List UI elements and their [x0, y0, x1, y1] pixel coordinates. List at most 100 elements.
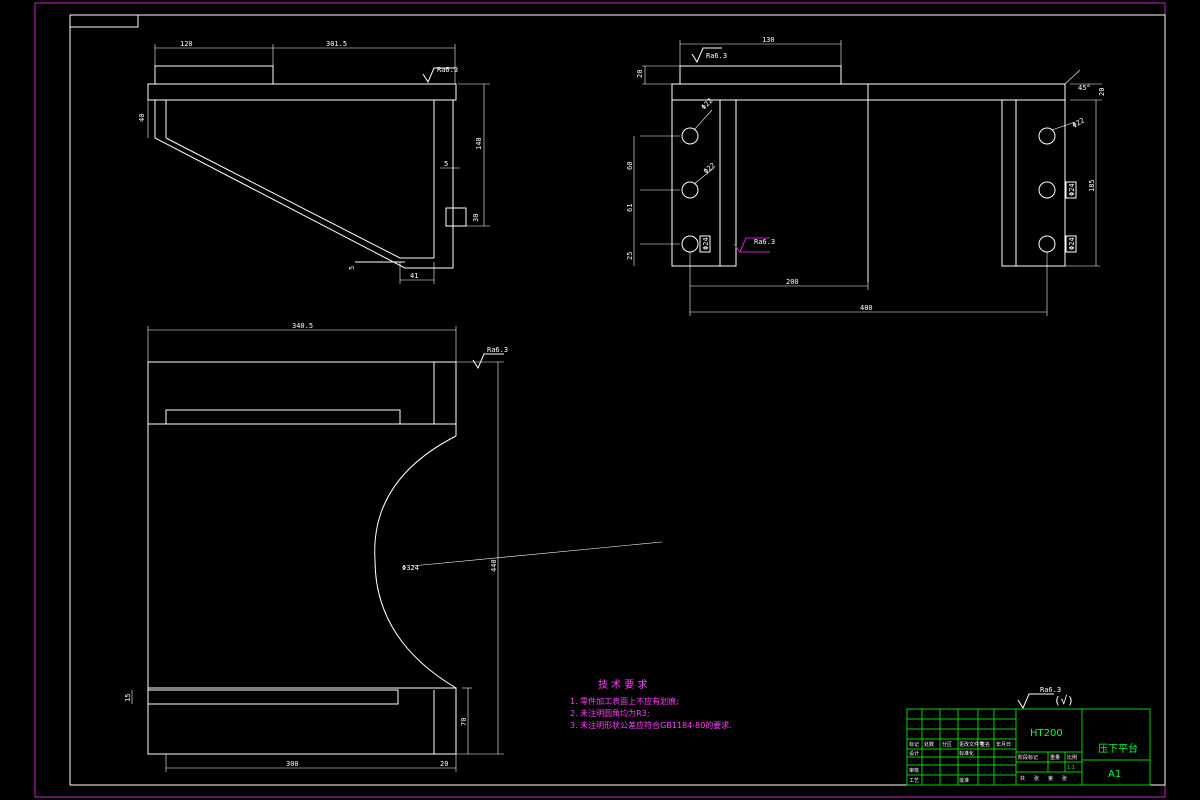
tb-label-14: 共	[1020, 775, 1025, 782]
side-dim-text-d2: Φ24	[1068, 183, 1076, 196]
side-dim-text-61: 61	[626, 204, 634, 212]
notes-line-3: 3. 未注明形状公差应符合GB1184-80的要求.	[570, 720, 732, 730]
side-dim-text-hole1: Φ22	[700, 97, 715, 112]
side-dim-text-25: 25	[626, 252, 634, 260]
side-dim-text-d1: Φ24	[702, 237, 710, 250]
tb-label-2: 分区	[942, 741, 952, 748]
side-chamfer-leader	[1064, 69, 1081, 85]
plan-bottom-strip	[147, 687, 457, 755]
side-dim-text-hole3: Φ22	[1071, 116, 1086, 129]
front-top-beam	[147, 83, 457, 101]
side-dim-text-200: 200	[786, 278, 799, 286]
tb-label-15: 张	[1034, 775, 1039, 782]
title-scale: 1:1	[1067, 765, 1075, 771]
plan-view: 340.5 440 Φ324 300 20 70 15 Ra6.3	[124, 322, 663, 772]
plan-bottom-rib	[147, 689, 399, 705]
tb-label-16: 第	[1048, 775, 1053, 782]
plan-top-rib	[165, 409, 401, 425]
tb-label-0: 标记	[909, 741, 919, 748]
tb-label-7: 标准化	[959, 750, 974, 757]
title-block: HT200 压下平台 A1 1:1 标记 处数 分区 更改文件号 签名 年月日 …	[906, 708, 1151, 786]
title-sheet-size: A1	[1108, 769, 1121, 780]
tb-label-1: 处数	[924, 741, 934, 748]
front-dim-text-41: 41	[410, 272, 418, 280]
side-hole-3	[681, 235, 699, 253]
side-roughness-symbol-2	[733, 237, 770, 253]
plan-dim-text-20: 20	[440, 760, 448, 768]
front-dim-text-30: 30	[472, 214, 480, 222]
tb-label-12: 工艺	[909, 778, 919, 784]
front-dim-text-5b: 5	[348, 266, 356, 270]
notes-title: 技 术 要 求	[598, 678, 648, 691]
plan-dim-text-300: 300	[286, 760, 299, 768]
outer-border	[34, 2, 1166, 798]
notes-line-1: 1. 零件加工表面上不应有划痕;	[570, 696, 679, 706]
front-dim-text-3015: 301.5	[326, 40, 347, 48]
plan-dim-text-15: 15	[124, 694, 132, 702]
tb-label-10: 比例	[1067, 754, 1077, 761]
front-dim-text-5: 5	[444, 160, 448, 168]
front-view: 120 301.5 40 140 5 30 5 41 Ra6.3	[138, 40, 490, 284]
front-top-plate	[154, 65, 274, 85]
side-leader-3	[1051, 121, 1076, 131]
general-roughness-symbol	[1017, 693, 1054, 710]
title-material: HT200	[1030, 728, 1063, 739]
side-hole-2	[681, 181, 699, 199]
tb-label-6: 设计	[909, 750, 919, 757]
tb-label-3: 更改文件号	[959, 741, 984, 748]
side-top-plate	[679, 65, 842, 85]
tb-label-5: 年月日	[996, 741, 1011, 748]
plan-top-strip	[147, 361, 457, 425]
technical-notes: 技 术 要 求 1. 零件加工表面上不应有划痕; 2. 未注明圆角均为R3; 3…	[570, 678, 732, 730]
plan-arc	[374, 435, 457, 689]
front-notch	[445, 207, 467, 227]
front-roughness-text: Ra6.3	[437, 66, 458, 74]
side-dim-text-d3: Φ24	[1068, 237, 1076, 250]
corner-box	[69, 14, 139, 28]
general-roughness-ra: Ra6.3	[1040, 686, 1061, 694]
tb-label-8: 阶段标记	[1018, 754, 1038, 761]
title-block-frame	[906, 708, 1151, 786]
plan-radius-leader	[411, 541, 663, 567]
tb-label-17: 张	[1062, 775, 1067, 782]
front-roughness-symbol	[422, 67, 455, 84]
front-slope	[165, 137, 401, 259]
general-roughness: Ra6.3 (√)	[1017, 686, 1074, 710]
side-dim-text-400: 400	[860, 304, 873, 312]
plan-roughness-symbol	[472, 353, 504, 370]
side-hole-box-3	[1065, 235, 1077, 253]
plan-dim-text-radius: Φ324	[402, 564, 419, 572]
side-dim-text-hole2: Φ22	[702, 161, 717, 175]
side-hole-box-1	[699, 235, 711, 253]
side-hole-4	[1038, 127, 1056, 145]
front-dim-text-40: 40	[138, 114, 146, 122]
side-dim-text-130: 130	[762, 36, 775, 44]
front-dim-text-140: 140	[475, 137, 483, 150]
title-part-name: 压下平台	[1098, 742, 1138, 755]
side-left-leg	[671, 99, 737, 267]
plan-dim-text-440: 440	[490, 559, 498, 572]
side-right-leg	[1001, 99, 1066, 267]
front-dim-text-120: 120	[180, 40, 193, 48]
side-leader-1	[693, 109, 713, 131]
tb-label-13: 批准	[959, 777, 969, 784]
side-dim-text-20l: 20	[636, 70, 644, 78]
tb-label-11: 审核	[909, 767, 919, 774]
side-roughness-symbol	[691, 47, 722, 64]
side-dim-text-20r: 20	[1098, 88, 1106, 96]
side-dim-text-45: 45°	[1078, 84, 1091, 92]
front-body	[154, 100, 454, 269]
side-roughness-text-2: Ra6.3	[754, 238, 775, 246]
side-leader-2	[693, 167, 715, 185]
side-roughness-text: Ra6.3	[706, 52, 727, 60]
side-dim-text-185: 185	[1088, 179, 1096, 192]
side-hole-box-2	[1065, 181, 1077, 199]
side-dim-text-60: 60	[626, 162, 634, 170]
side-hole-6	[1038, 235, 1056, 253]
general-roughness-text: (√)	[1054, 694, 1074, 707]
tb-label-9: 重量	[1050, 754, 1060, 761]
inner-frame	[69, 14, 1166, 786]
notes-line-2: 2. 未注明圆角均为R3;	[570, 708, 650, 718]
plan-dim-text-3405: 340.5	[292, 322, 313, 330]
side-hole-5	[1038, 181, 1056, 199]
